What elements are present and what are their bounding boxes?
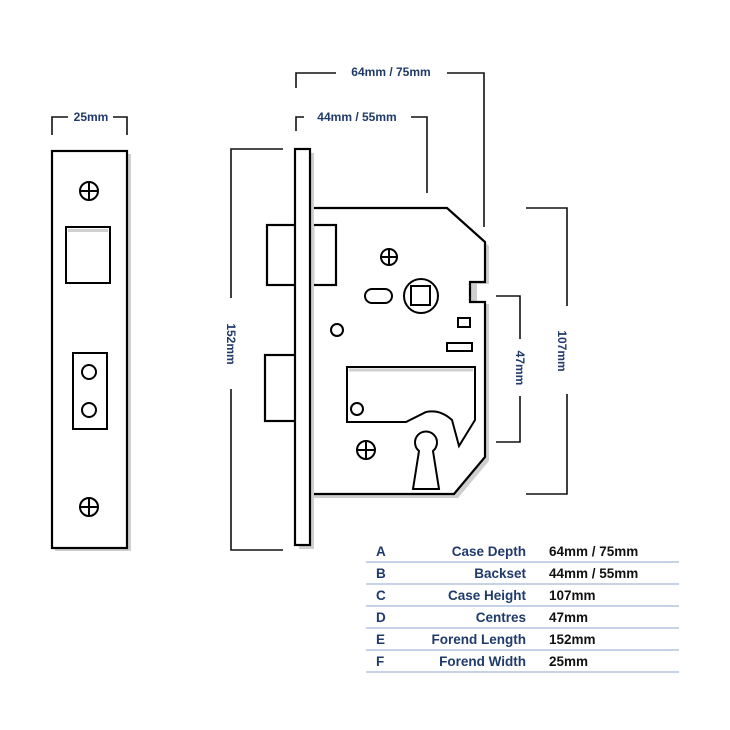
- spec-value: 64mm / 75mm: [549, 541, 679, 563]
- case-depth-label: 64mm / 75mm: [351, 65, 430, 79]
- spec-value: 152mm: [549, 628, 679, 651]
- spec-code: A: [366, 541, 406, 563]
- forend-width-label: 25mm: [74, 110, 109, 124]
- table-row: E Forend Length 152mm: [366, 628, 679, 651]
- forend-length-label: 152mm: [224, 323, 238, 364]
- forend-length-dimension: 152mm: [224, 148, 283, 551]
- keyhole: [411, 430, 441, 490]
- spec-label: Backset: [406, 562, 549, 585]
- centres-dimension: 47mm: [496, 295, 527, 443]
- spec-label: Forend Width: [406, 650, 549, 673]
- latch-opening: [65, 226, 111, 284]
- screw-icon: [356, 440, 376, 460]
- spec-value: 107mm: [549, 584, 679, 607]
- forend-plate-front-view: [50, 149, 131, 551]
- table-row: C Case Height 107mm: [366, 584, 679, 607]
- spec-code: C: [366, 584, 406, 607]
- table-row: A Case Depth 64mm / 75mm: [366, 541, 679, 563]
- forend-width-dimension: 25mm: [51, 110, 128, 135]
- backset-label: 44mm / 55mm: [317, 110, 396, 124]
- spec-code: F: [366, 650, 406, 673]
- spec-code: D: [366, 606, 406, 629]
- spec-label: Forend Length: [406, 628, 549, 651]
- table-row: B Backset 44mm / 55mm: [366, 562, 679, 585]
- bolt-plate: [72, 352, 108, 430]
- backset-dimension: 44mm / 55mm: [295, 110, 428, 193]
- spec-value: 47mm: [549, 606, 679, 629]
- screw-icon: [79, 497, 99, 517]
- spec-label: Centres: [406, 606, 549, 629]
- spec-value: 44mm / 55mm: [549, 562, 679, 585]
- table-row: F Forend Width 25mm: [366, 650, 679, 673]
- lock-body-side-view: [263, 147, 489, 549]
- screw-icon: [79, 181, 99, 201]
- case-height-dimension: 107mm: [526, 207, 569, 495]
- spec-label: Case Depth: [406, 541, 549, 563]
- spec-label: Case Height: [406, 584, 549, 607]
- spec-code: B: [366, 562, 406, 585]
- screw-icon: [380, 248, 398, 266]
- case-depth-dimension: 64mm / 75mm: [295, 65, 485, 227]
- centres-label: 47mm: [513, 351, 527, 386]
- specification-table: A Case Depth 64mm / 75mm B Backset 44mm …: [366, 541, 679, 673]
- spec-code: E: [366, 628, 406, 651]
- spec-value: 25mm: [549, 650, 679, 673]
- table-row: D Centres 47mm: [366, 606, 679, 629]
- case-height-label: 107mm: [555, 330, 569, 371]
